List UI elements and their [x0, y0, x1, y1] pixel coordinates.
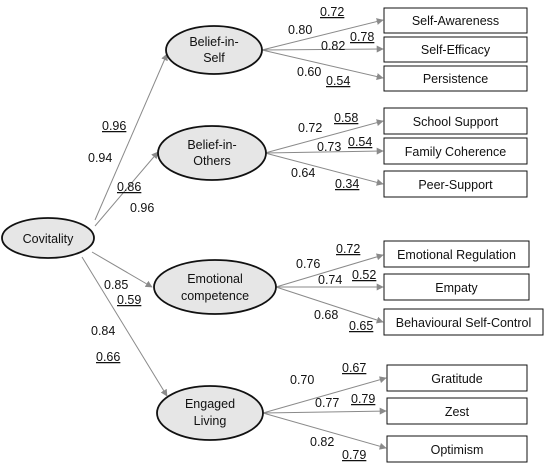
indicator-coefficients: 0.72 0.80 0.78 0.82 0.60 0.54 0.58 0.72 …	[288, 5, 376, 462]
indicator-label: Zest	[445, 405, 470, 419]
emotional-competence-label-line2: competence	[181, 289, 249, 303]
belief-in-self-label-line2: Self	[203, 51, 225, 65]
coef-self-efficacy-plain: 0.82	[321, 39, 345, 53]
belief-in-others-label-line2: Others	[193, 154, 231, 168]
indicator-self-efficacy: Self-Efficacy	[383, 36, 528, 63]
path-belief-in-self-to-self-awareness	[261, 18, 384, 51]
coef-school-support-underlined: 0.58	[334, 111, 358, 125]
path-emotional-competence-to-behavioural-self-control	[275, 286, 384, 324]
path-belief-in-others-to-family-coherence	[264, 147, 384, 155]
indicator-label: Emotional Regulation	[397, 248, 516, 262]
indicator-label: Persistence	[423, 72, 488, 86]
coef-self-plain: 0.94	[88, 151, 112, 165]
coef-self-underlined: 0.96	[102, 119, 126, 133]
coef-emotional-regulation-plain: 0.76	[296, 257, 320, 271]
indicator-behavioural-self-control: Behavioural Self-Control	[383, 308, 544, 336]
path-belief-in-self-to-self-efficacy	[261, 45, 384, 53]
coef-behavioural-self-control-underlined: 0.65	[349, 319, 373, 333]
indicator-label: Optimism	[431, 443, 484, 457]
indicator-paths	[261, 18, 387, 450]
node-belief-in-self: Belief-in- Self	[165, 25, 263, 75]
indicator-empaty: Empaty	[383, 273, 530, 301]
coef-engaged-underlined: 0.66	[96, 350, 120, 364]
indicator-gratitude: Gratitude	[386, 364, 528, 392]
indicator-family-coherence: Family Coherence	[383, 137, 528, 165]
coef-peer-support-plain: 0.64	[291, 166, 315, 180]
indicator-label: Behavioural Self-Control	[396, 316, 532, 330]
path-covitality-to-emotional-competence	[91, 251, 153, 288]
indicator-emotional-regulation: Emotional Regulation	[383, 240, 530, 268]
indicator-label: Self-Efficacy	[421, 43, 491, 57]
path-belief-in-others-to-peer-support	[264, 152, 384, 186]
root-paths	[81, 53, 168, 397]
path-engaged-living-to-zest	[262, 407, 387, 415]
path-covitality-to-engaged-living	[81, 256, 168, 397]
coef-emotional-plain: 0.85	[104, 278, 128, 292]
path-belief-in-self-to-persistence	[261, 49, 384, 80]
coef-family-coherence-underlined: 0.54	[348, 135, 372, 149]
path-covitality-to-belief-in-others	[94, 151, 159, 227]
coef-emotional-underlined: 0.59	[117, 293, 141, 307]
indicator-label: Family Coherence	[405, 145, 506, 159]
coef-persistence-plain: 0.60	[297, 65, 321, 79]
belief-in-self-label-line1: Belief-in-	[189, 35, 238, 49]
emotional-competence-label-line1: Emotional	[187, 272, 243, 286]
indicator-label: Self-Awareness	[412, 14, 499, 28]
coef-persistence-underlined: 0.54	[326, 74, 350, 88]
coef-gratitude-plain: 0.70	[290, 373, 314, 387]
coef-gratitude-underlined: 0.67	[342, 361, 366, 375]
node-belief-in-others: Belief-in- Others	[157, 125, 267, 181]
covitality-label: Covitality	[23, 232, 74, 246]
indicator-optimism: Optimism	[386, 435, 528, 463]
indicator-peer-support: Peer-Support	[383, 170, 528, 198]
indicator-label: Gratitude	[431, 372, 482, 386]
coef-zest-plain: 0.77	[315, 396, 339, 410]
coef-family-coherence-plain: 0.73	[317, 140, 341, 154]
indicator-label: Empaty	[435, 281, 478, 295]
indicator-label: Peer-Support	[418, 178, 493, 192]
root-coefficients: 0.96 0.94 0.86 0.96 0.85 0.59 0.84 0.66	[88, 119, 154, 364]
engaged-living-label-line1: Engaged	[185, 397, 235, 411]
engaged-living-label-line2: Living	[194, 414, 227, 428]
path-belief-in-others-to-school-support	[264, 119, 384, 154]
coef-zest-underlined: 0.79	[351, 392, 375, 406]
coef-self-awareness-underlined: 0.72	[320, 5, 344, 19]
coef-optimism-underlined: 0.79	[342, 448, 366, 462]
indicator-label: School Support	[413, 115, 499, 129]
coef-self-efficacy-underlined: 0.78	[350, 30, 374, 44]
node-engaged-living: Engaged Living	[156, 385, 264, 441]
indicator-zest: Zest	[386, 397, 528, 425]
coef-engaged-plain: 0.84	[91, 324, 115, 338]
coef-others-plain: 0.96	[130, 201, 154, 215]
node-emotional-competence: Emotional competence	[153, 259, 277, 315]
node-covitality: Covitality	[1, 217, 95, 259]
coef-emotional-regulation-underlined: 0.72	[336, 242, 360, 256]
coef-empaty-underlined: 0.52	[352, 268, 376, 282]
coef-self-awareness-plain: 0.80	[288, 23, 312, 37]
coef-peer-support-underlined: 0.34	[335, 177, 359, 191]
path-engaged-living-to-gratitude	[262, 376, 387, 414]
path-engaged-living-to-optimism	[262, 412, 387, 450]
coef-others-underlined: 0.86	[117, 180, 141, 194]
coef-empaty-plain: 0.74	[318, 273, 342, 287]
path-emotional-competence-to-emotional-regulation	[275, 253, 384, 288]
coef-school-support-plain: 0.72	[298, 121, 322, 135]
path-covitality-to-belief-in-self	[94, 53, 168, 221]
coef-behavioural-self-control-plain: 0.68	[314, 308, 338, 322]
coef-optimism-plain: 0.82	[310, 435, 334, 449]
indicator-school-support: School Support	[383, 107, 528, 135]
indicator-persistence: Persistence	[383, 65, 528, 92]
belief-in-others-label-line1: Belief-in-	[187, 138, 236, 152]
indicator-self-awareness: Self-Awareness	[383, 7, 528, 34]
